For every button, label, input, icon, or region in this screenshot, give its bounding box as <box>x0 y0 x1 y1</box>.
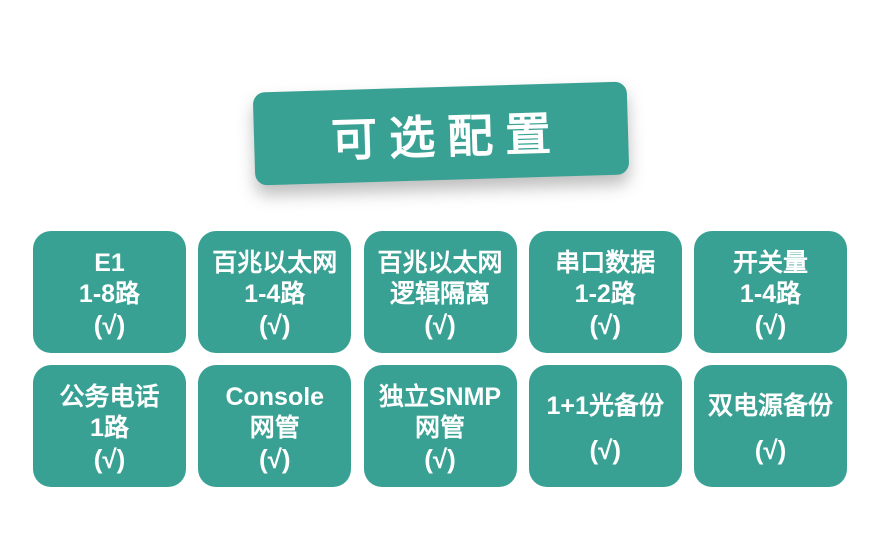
card-title-line: 独立SNMP <box>378 382 502 411</box>
card-title-line: 1-8路 <box>78 279 141 308</box>
card-check-mark: (√) <box>93 309 126 340</box>
card-title-line: 网管 <box>414 413 465 442</box>
config-card: 百兆以太网逻辑隔离(√) <box>363 231 517 353</box>
card-title-line: E1 <box>94 248 125 277</box>
card-title-line: 1-4路 <box>739 279 802 308</box>
card-check-mark: (√) <box>754 309 787 340</box>
card-title-line: 1-2路 <box>574 279 636 308</box>
page-title: 可选配置 <box>330 106 564 166</box>
card-check-mark: (√) <box>424 443 456 474</box>
config-card: 1+1光备份 (√) <box>528 365 682 487</box>
card-check-mark: (√) <box>589 434 622 465</box>
card-check-mark: (√) <box>589 309 622 340</box>
card-title-line: 双电源备份 <box>707 391 833 420</box>
card-title-line: 1+1光备份 <box>546 391 664 420</box>
card-check-mark: (√) <box>258 443 291 474</box>
card-title-line: 1路 <box>90 413 129 442</box>
card-title-line: 逻辑隔离 <box>389 279 490 308</box>
card-title-line: 1-4路 <box>244 279 306 308</box>
card-title-line: 公务电话 <box>59 382 160 411</box>
card-title-line: 百兆以太网 <box>377 248 503 277</box>
card-title-line: 开关量 <box>732 248 808 277</box>
config-card: 双电源备份 (√) <box>694 365 847 487</box>
card-title-line: Console <box>225 382 325 411</box>
card-title-line: 百兆以太网 <box>212 248 338 277</box>
card-check-mark: (√) <box>93 443 126 474</box>
card-check-mark: (√) <box>424 309 456 340</box>
title-banner: 可选配置 <box>252 81 630 186</box>
card-title-line: 串口数据 <box>555 248 656 277</box>
card-check-mark: (√) <box>258 309 291 340</box>
card-title-line: 网管 <box>249 413 300 442</box>
card-check-mark: (√) <box>754 434 787 465</box>
